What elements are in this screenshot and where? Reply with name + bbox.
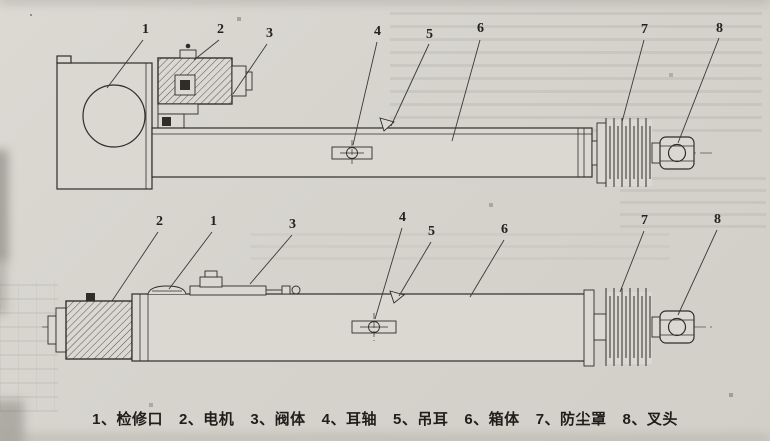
bottom-view-drawing bbox=[42, 270, 712, 367]
callout-top-3: 3 bbox=[266, 26, 273, 41]
callout-bottom-2: 2 bbox=[156, 214, 163, 229]
figure-caption-item: 6、箱体 bbox=[464, 411, 520, 428]
callout-top-4: 4 bbox=[374, 24, 381, 39]
callout-top-7: 7 bbox=[641, 22, 648, 37]
callout-top-5: 5 bbox=[426, 27, 433, 42]
figure-caption-item: 5、吊耳 bbox=[393, 411, 449, 428]
figure-caption-item: 2、电机 bbox=[178, 411, 235, 428]
callout-bottom-8: 8 bbox=[714, 212, 721, 227]
callout-bottom-4: 4 bbox=[399, 210, 406, 225]
top-view-leader-lines bbox=[106, 37, 720, 146]
callout-bottom-7: 7 bbox=[641, 213, 648, 228]
figure-caption-item: 4、耳轴 bbox=[321, 411, 377, 428]
figure-caption-item: 3、阀体 bbox=[250, 411, 306, 428]
bottom-view-leader-lines bbox=[111, 227, 718, 320]
callout-bottom-6: 6 bbox=[501, 222, 508, 237]
callout-top-8: 8 bbox=[716, 21, 723, 36]
figure-caption-item: 8、叉头 bbox=[622, 411, 678, 428]
callout-top-6: 6 bbox=[477, 21, 484, 36]
scan-specks bbox=[30, 14, 32, 16]
callout-bottom-3: 3 bbox=[289, 217, 296, 232]
figure-caption-item: 7、防尘罩 bbox=[535, 411, 607, 428]
callout-top-1: 1 bbox=[142, 22, 149, 37]
figure-caption: 1、检修口 2、电机 3、阀体 4、耳轴 5、吊耳 6、箱体 7、防尘罩 8、叉头 bbox=[0, 408, 770, 429]
figure-caption-item: 1、检修口 bbox=[92, 411, 163, 428]
callout-top-2: 2 bbox=[217, 22, 224, 37]
callout-bottom-5: 5 bbox=[428, 224, 435, 239]
callout-bottom-1: 1 bbox=[210, 214, 217, 229]
top-view-drawing bbox=[56, 43, 712, 190]
